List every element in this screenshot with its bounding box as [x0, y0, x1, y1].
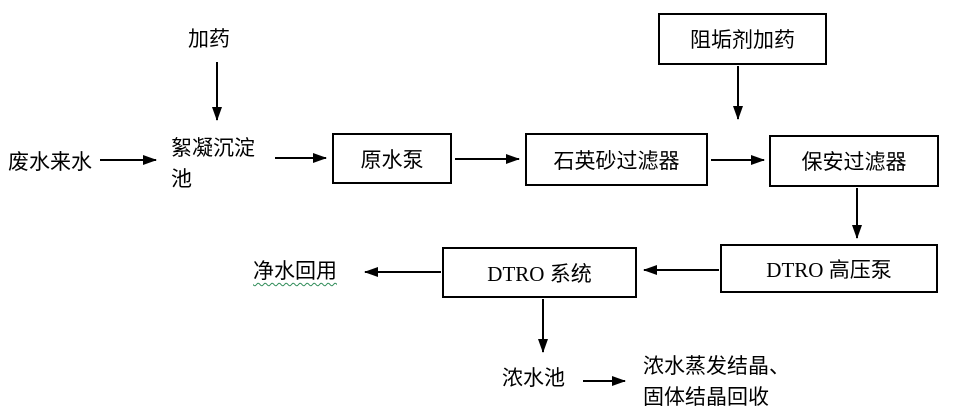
node-flocculation-line2: 池: [171, 167, 192, 191]
node-raw-water-pump-label: 原水泵: [360, 147, 424, 172]
node-dtro-system-label: DTRO 系统: [487, 261, 592, 286]
node-dtro-system-box: DTRO 系统: [442, 247, 637, 298]
node-quartz-sand-filter-box: 石英砂过滤器: [525, 133, 708, 186]
node-clean-water-reuse-label: 净水回用: [253, 259, 337, 283]
node-crystallization-line2: 固体结晶回收: [643, 385, 769, 409]
node-raw-water-pump-box: 原水泵: [332, 133, 452, 184]
node-antiscalant-dosing-box: 阻垢剂加药: [658, 13, 827, 65]
node-dtro-high-pressure-pump-box: DTRO 高压泵: [720, 244, 938, 293]
node-wastewater-in-label: 废水来水: [8, 150, 92, 174]
node-concentrate-pool-label: 浓水池: [502, 366, 565, 390]
node-dosing-label: 加药: [188, 27, 230, 51]
node-crystallization-line1: 浓水蒸发结晶、: [643, 354, 790, 378]
node-antiscalant-dosing-label: 阻垢剂加药: [690, 28, 795, 52]
node-dtro-high-pressure-pump-label: DTRO 高压泵: [766, 257, 892, 282]
node-quartz-sand-filter-label: 石英砂过滤器: [553, 148, 680, 173]
node-security-filter-box: 保安过滤器: [769, 135, 939, 187]
node-flocculation-label: 絮凝沉淀 池: [171, 133, 255, 195]
node-crystallization-label: 浓水蒸发结晶、 固体结晶回收: [643, 351, 790, 413]
node-flocculation-line1: 絮凝沉淀: [171, 136, 255, 160]
node-security-filter-label: 保安过滤器: [801, 150, 907, 174]
